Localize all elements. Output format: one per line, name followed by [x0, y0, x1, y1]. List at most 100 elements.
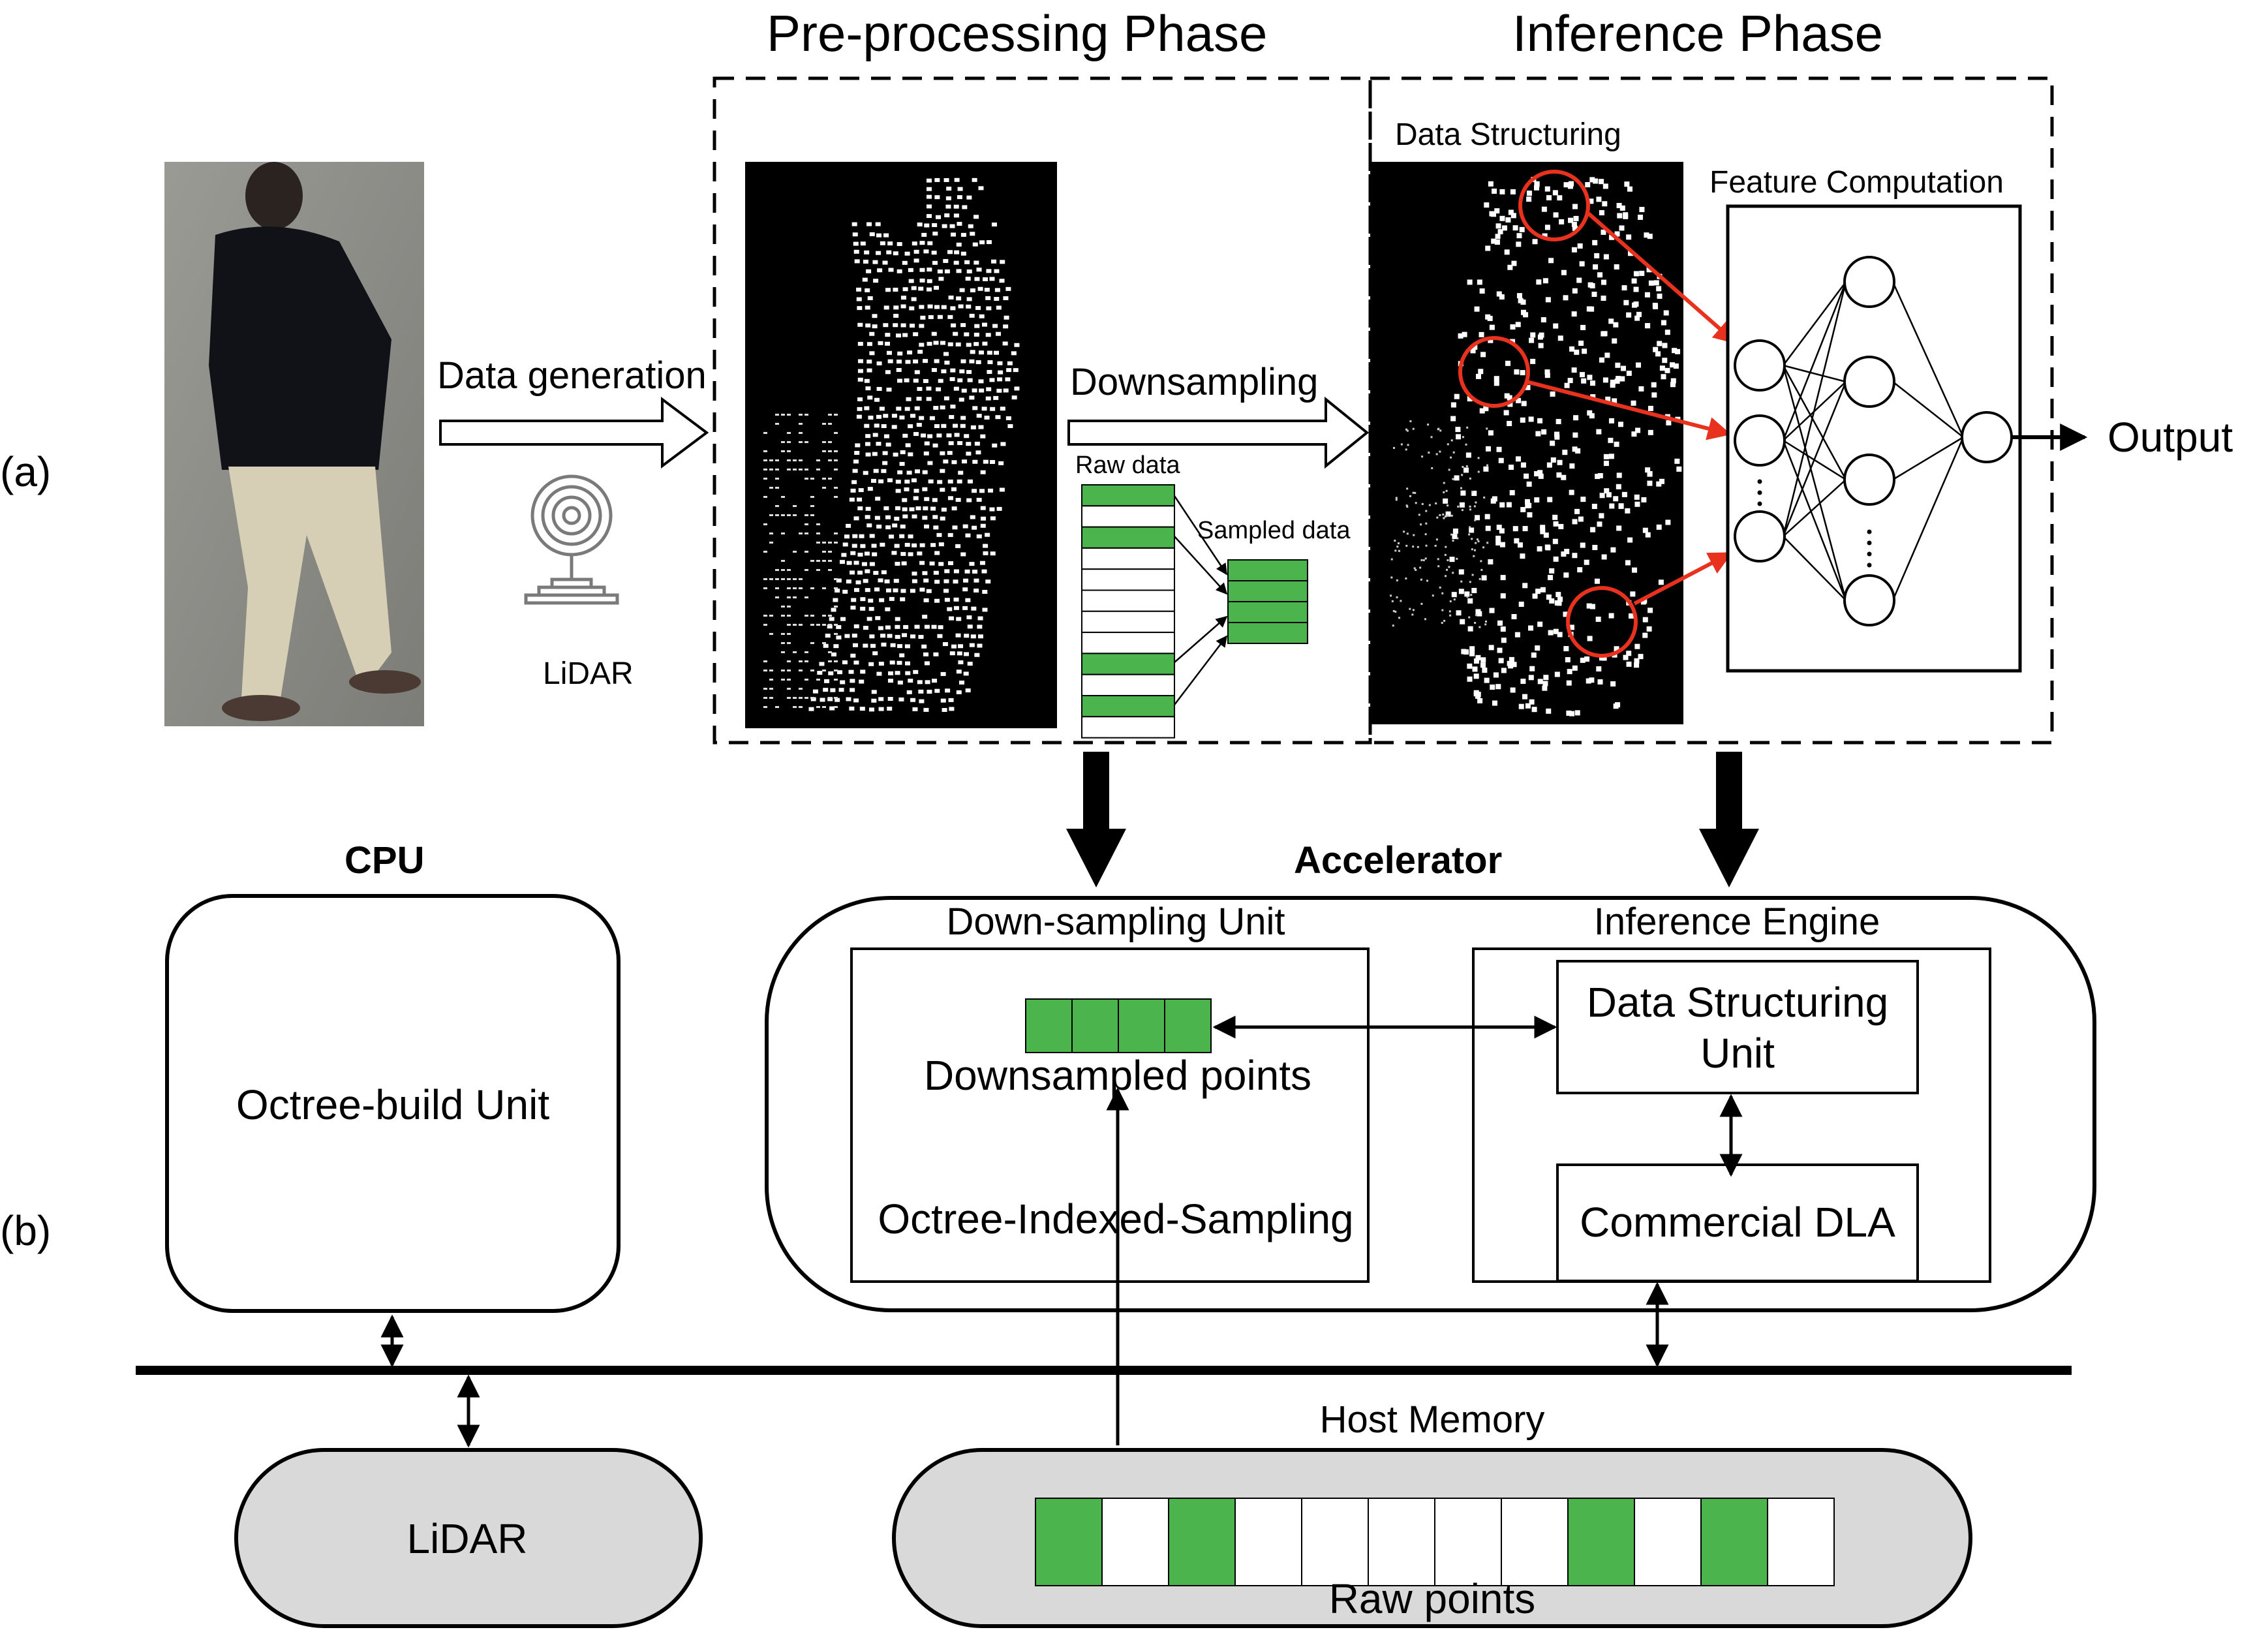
dense-point — [775, 478, 779, 480]
panel-label-b: (b) — [0, 1207, 51, 1254]
dense-point — [836, 578, 842, 583]
dense-point — [902, 498, 908, 502]
dense-point — [805, 532, 808, 534]
dense-point — [853, 459, 859, 464]
sparse-point — [1647, 429, 1653, 435]
dense-point — [922, 516, 928, 520]
dense-point — [932, 515, 938, 519]
nn-edge — [1782, 281, 1847, 537]
sparse-point — [1501, 638, 1507, 643]
sparse-point — [1597, 472, 1603, 478]
sparse-point — [1409, 608, 1411, 610]
sparse-point — [1479, 626, 1481, 628]
sparse-point — [1532, 239, 1538, 245]
commercial-dla-label: Commercial DLA — [1580, 1199, 1895, 1246]
dense-point — [933, 525, 939, 530]
sparse-point — [1571, 367, 1577, 373]
dense-point — [983, 459, 988, 464]
sparse-point — [1573, 215, 1579, 221]
sparse-point — [1663, 310, 1669, 316]
sparse-point — [1418, 514, 1420, 516]
dense-point — [787, 469, 791, 470]
sparse-point — [1463, 649, 1469, 655]
dense-point — [997, 361, 1003, 365]
dense-point — [805, 469, 808, 470]
sparse-point — [1469, 581, 1471, 583]
dense-point — [844, 634, 850, 638]
sparse-point — [1553, 556, 1559, 562]
sparse-point — [1465, 452, 1471, 458]
dense-point — [969, 643, 975, 647]
sparse-point — [1396, 596, 1398, 598]
sparse-point — [1670, 382, 1676, 388]
dense-point — [994, 269, 1000, 273]
dense-point — [805, 569, 808, 571]
dense-point — [995, 415, 1001, 420]
sparse-point — [1533, 185, 1539, 191]
dense-point — [891, 551, 897, 555]
sparse-point — [1653, 280, 1659, 286]
sparse-point — [1595, 474, 1601, 480]
dense-point — [924, 441, 930, 446]
dense-point — [872, 552, 878, 557]
sparse-point — [1657, 293, 1663, 299]
dense-point — [890, 643, 896, 647]
data-generation-arrow — [439, 397, 709, 469]
dense-point — [869, 331, 875, 336]
dense-point — [866, 342, 872, 346]
dense-point — [938, 542, 944, 547]
dense-point — [775, 596, 779, 598]
dense-point — [936, 433, 942, 438]
dense-point — [834, 660, 838, 662]
dense-point — [912, 543, 917, 547]
sparse-point — [1516, 233, 1522, 239]
dense-point — [849, 570, 855, 575]
dense-point — [970, 350, 975, 354]
sparse-point — [1546, 708, 1552, 714]
sparse-point — [1664, 367, 1670, 373]
sparse-point — [1547, 497, 1553, 502]
dense-point — [996, 331, 1002, 336]
sparse-point — [1473, 549, 1476, 551]
dense-point — [970, 232, 975, 236]
sparse-point — [1546, 462, 1552, 468]
dense-point — [963, 578, 969, 583]
dense-point — [866, 360, 872, 364]
dense-point — [787, 578, 791, 580]
sparse-point — [1471, 491, 1477, 497]
sparse-point — [1616, 472, 1622, 478]
sparse-point — [1489, 608, 1495, 613]
dense-point — [916, 423, 922, 427]
dense-point — [942, 224, 947, 228]
dense-point — [793, 514, 797, 516]
dense-point — [822, 670, 826, 671]
dense-point — [805, 441, 808, 443]
sparse-point — [1601, 554, 1607, 560]
sparse-point — [1463, 467, 1469, 473]
dense-point — [945, 204, 951, 209]
dense-point — [883, 305, 889, 310]
dense-point — [904, 661, 910, 666]
sparse-point — [1472, 666, 1478, 672]
dense-point — [763, 670, 767, 671]
sparse-point — [1544, 224, 1550, 230]
sparse-point — [1586, 678, 1591, 684]
dense-point — [907, 350, 913, 355]
sparse-point — [1542, 681, 1548, 686]
dense-point — [959, 369, 965, 374]
dense-point — [799, 532, 803, 534]
sparse-point — [1518, 703, 1524, 709]
sparse-point — [1414, 491, 1417, 494]
dense-point — [962, 205, 968, 209]
sparse-point — [1427, 423, 1430, 426]
sparse-point — [1507, 421, 1512, 427]
sparse-point — [1530, 358, 1536, 364]
sparse-point — [1498, 457, 1504, 463]
dense-point — [924, 497, 930, 501]
sparse-point — [1467, 663, 1473, 669]
sparse-point — [1651, 392, 1657, 398]
dense-point — [927, 204, 932, 209]
sparse-point — [1392, 624, 1394, 627]
sparse-point — [1594, 253, 1600, 258]
sparse-point — [1602, 183, 1608, 189]
